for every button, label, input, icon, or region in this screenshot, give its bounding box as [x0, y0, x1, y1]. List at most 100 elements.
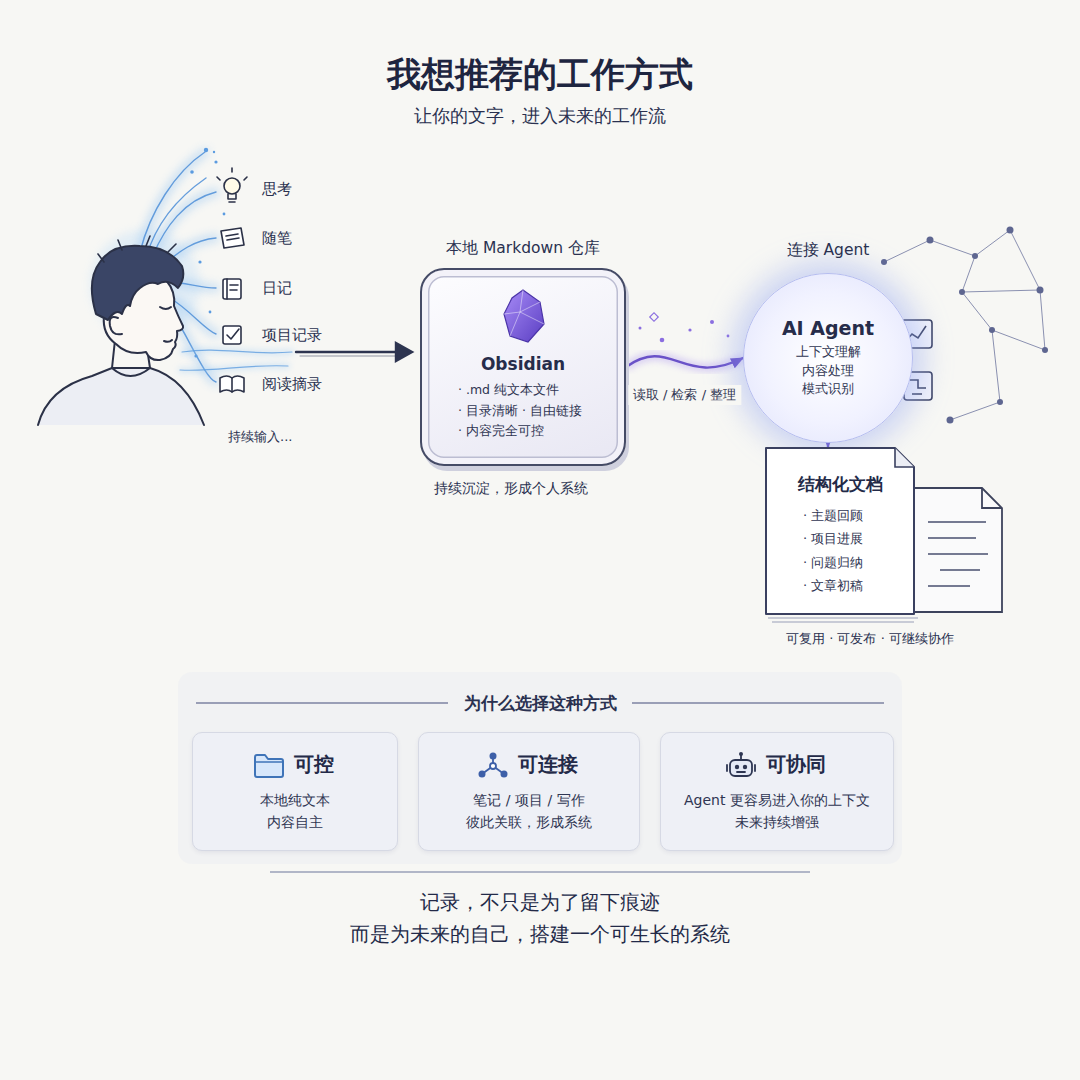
connector — [828, 443, 829, 447]
network-icon — [479, 770, 486, 777]
back-page — [982, 488, 1002, 508]
bullet-item: · .md 纯文本文件 — [458, 380, 559, 401]
diary-icon — [223, 279, 241, 299]
agent-network — [884, 230, 1045, 420]
book-icon — [220, 376, 244, 392]
network-icon — [482, 757, 504, 774]
connector-line — [827, 443, 829, 447]
node-title: 结构化文档 — [798, 473, 883, 496]
flow-sparkles — [688, 328, 691, 331]
reasons-panel — [178, 672, 902, 872]
reason-card: 可控本地纯文本 内容自主 — [192, 732, 398, 851]
document-fold — [895, 448, 914, 467]
caption: 记录，不只是为了留下痕迹 而是为未来的自己，搭建一个可生长的系统 — [330, 886, 750, 950]
checkbox-icon — [223, 326, 241, 344]
flow-sparkles — [660, 338, 665, 343]
bullet-item: · 项目进展 — [803, 527, 863, 550]
person-illustration — [160, 307, 171, 309]
robot-icon — [743, 764, 747, 768]
obsidian-logo — [504, 290, 544, 342]
agent-network — [997, 399, 1003, 405]
note-label: 持续输入... — [228, 428, 292, 446]
node-heading: 连接 Agent — [787, 240, 870, 261]
person-illustration — [110, 317, 122, 334]
connector-line — [626, 356, 743, 367]
agent-network — [947, 417, 954, 424]
bullet-item: · 目录清晰 · 自由链接 — [458, 401, 582, 422]
person-illustration — [92, 246, 183, 320]
flow-sparkles — [650, 313, 658, 321]
bullet-item: · 问题归纳 — [803, 551, 863, 574]
bulb-icon — [224, 178, 240, 194]
card-body: Agent 更容易进入你的上下文 未来持续增强 — [674, 790, 880, 833]
input-label: 日记 — [262, 279, 292, 298]
card-body: 笔记 / 项目 / 写作 彼此关联，形成系统 — [454, 790, 604, 833]
bullet-item: · 主题回顾 — [803, 504, 863, 527]
card-title: 可协同 — [766, 751, 826, 778]
agent-circle: 连接 AgentAI Agent上下文理解内容处理模式识别 — [743, 273, 913, 443]
bulb-icon — [217, 168, 247, 202]
book-icon — [220, 376, 244, 392]
capability-line: 模式识别 — [802, 380, 854, 399]
input-label: 思考 — [262, 180, 292, 199]
diary-icon — [227, 279, 238, 299]
input-arrow — [396, 343, 412, 361]
node-title: Obsidian — [481, 354, 565, 374]
card-title: 可控 — [294, 751, 334, 778]
thought-streams — [146, 178, 206, 258]
thought-streams — [180, 366, 288, 371]
network-icon — [476, 751, 510, 779]
thought-streams — [194, 354, 197, 357]
card-body: 本地纯文本 内容自主 — [247, 790, 343, 833]
diagram-title: 我想推荐的工作方式 — [387, 52, 693, 98]
agent-network — [989, 327, 995, 333]
card-title: 可连接 — [518, 751, 578, 778]
section-heading: 为什么选择这种方式 — [464, 692, 617, 715]
note-icon — [226, 234, 239, 240]
capability-line: 内容处理 — [802, 362, 854, 381]
node-title: AI Agent — [782, 317, 874, 339]
agent-network — [959, 289, 965, 295]
input-label: 项目记录 — [262, 326, 322, 345]
thought-streams — [204, 148, 208, 152]
robot-icon — [724, 751, 758, 779]
flow-sparkles — [710, 320, 714, 324]
person-illustration — [112, 368, 150, 376]
folder-icon — [252, 751, 286, 779]
thought-streams — [198, 260, 201, 263]
robot-icon — [730, 760, 752, 776]
bulb-icon — [217, 168, 247, 180]
reasons-panel — [178, 672, 902, 864]
bullet-item: · 文章初稿 — [803, 574, 863, 597]
reason-card: 可协同 Agent 更容易进入你的上下文 未来持续增强 — [660, 732, 894, 851]
agent-network — [881, 259, 887, 265]
input-label: 随笔 — [262, 229, 292, 248]
back-page — [928, 522, 988, 586]
connector-glow — [626, 356, 743, 367]
reason-card: 可连接笔记 / 项目 / 写作 彼此关联，形成系统 — [418, 732, 640, 851]
connector — [626, 356, 743, 367]
person-illustration — [38, 236, 204, 425]
book-icon — [231, 378, 233, 392]
person-illustration — [164, 340, 172, 342]
thought-streams — [180, 350, 292, 370]
diary-icon — [223, 279, 241, 299]
subtitle: 让你的文字，进入未来的工作流 — [414, 104, 666, 128]
robot-icon — [735, 764, 739, 768]
note-icon — [221, 228, 244, 248]
flow-sparkles — [620, 313, 729, 343]
network-icon — [490, 752, 497, 759]
thought-streams — [209, 311, 212, 314]
robot-icon — [727, 765, 755, 772]
agent-network — [927, 237, 934, 244]
thought-streams — [214, 160, 217, 163]
bullet-item: · 内容完全可控 — [458, 421, 544, 442]
note-icon — [221, 228, 244, 248]
folder-icon — [255, 755, 283, 777]
thought-streams — [180, 366, 288, 371]
folder-icon — [255, 761, 283, 763]
item-icons — [217, 168, 247, 392]
thought-streams — [190, 170, 194, 174]
